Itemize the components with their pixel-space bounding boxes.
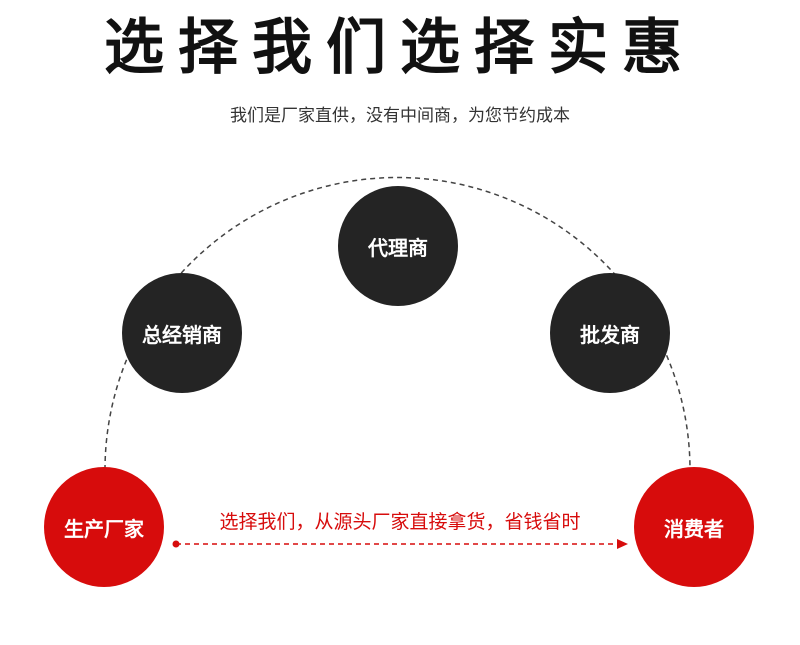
- manufacturer-label: 生产厂家: [64, 516, 144, 541]
- agent-label: 代理商: [368, 235, 428, 260]
- manufacturer-node: 生产厂家: [44, 467, 164, 587]
- direct-supply-caption: 选择我们，从源头厂家直接拿货，省钱省时: [219, 511, 581, 533]
- page-title: 选择我们选择实惠: [104, 13, 696, 83]
- general-distributor-label: 总经销商: [142, 322, 222, 347]
- wholesaler-node: 批发商: [550, 273, 670, 393]
- direct-flow-arrowhead: [617, 539, 628, 549]
- consumer-node: 消费者: [634, 467, 754, 587]
- consumer-label: 消费者: [664, 516, 724, 541]
- agent-node: 代理商: [338, 186, 458, 306]
- page-subtitle: 我们是厂家直供，没有中间商，为您节约成本: [230, 106, 570, 126]
- general-distributor-node: 总经销商: [122, 273, 242, 393]
- direct-flow-start-dot: [172, 540, 180, 548]
- wholesaler-label: 批发商: [580, 322, 640, 347]
